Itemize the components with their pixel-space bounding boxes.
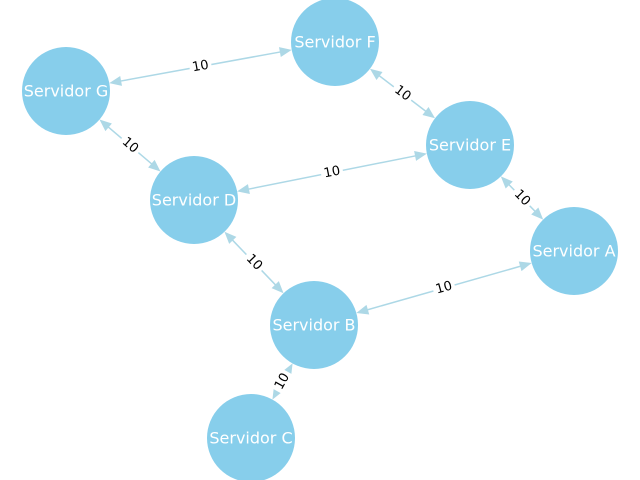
node-circle bbox=[150, 156, 238, 244]
edge-labels-layer: 10 10 10 10 10 10 10 10 bbox=[116, 56, 536, 396]
node-circle bbox=[22, 47, 110, 135]
node-label: Servidor E bbox=[429, 136, 511, 155]
node-servidor-g: Servidor G bbox=[22, 47, 110, 135]
edge-label-group: 10 bbox=[116, 132, 144, 159]
node-label: Servidor G bbox=[24, 82, 109, 101]
edge-label-group: 10 bbox=[431, 277, 457, 299]
arrow-head-source bbox=[500, 176, 513, 189]
node-circle bbox=[530, 207, 618, 295]
edge-label-background bbox=[240, 249, 268, 276]
node-circle bbox=[207, 394, 295, 480]
edge-label-background bbox=[116, 132, 144, 159]
edge-label-group: 10 bbox=[270, 367, 295, 396]
edge-label-group: 10 bbox=[319, 162, 345, 183]
arrow-head-source bbox=[109, 76, 122, 86]
edge-weight-label: 10 bbox=[272, 371, 293, 393]
edge-label-group: 10 bbox=[388, 80, 417, 107]
node-servidor-f: Servidor F bbox=[291, 0, 379, 86]
node-servidor-b: Servidor B bbox=[270, 281, 358, 369]
node-servidor-d: Servidor D bbox=[150, 156, 238, 244]
edge-weight-label: 10 bbox=[191, 58, 210, 76]
arrow-head-target bbox=[271, 281, 284, 294]
edge-label-background bbox=[270, 367, 295, 396]
arrow-head-target bbox=[279, 47, 292, 57]
arrow-head-target bbox=[422, 107, 436, 119]
edge-label-background bbox=[431, 277, 457, 299]
edge-weight-label: 10 bbox=[322, 164, 341, 182]
edge-label-group: 10 bbox=[240, 249, 268, 276]
node-label: Servidor A bbox=[532, 242, 615, 261]
arrow-head-source bbox=[369, 68, 383, 80]
arrow-head-target bbox=[414, 151, 427, 161]
edge-label-background bbox=[508, 184, 536, 212]
arrow-head-source bbox=[99, 119, 112, 132]
arrow-head-target bbox=[148, 159, 161, 172]
edge-label-background bbox=[188, 56, 213, 77]
edge-weight-label: 10 bbox=[434, 279, 454, 298]
node-label: Servidor C bbox=[209, 429, 292, 448]
node-servidor-a: Servidor A bbox=[530, 207, 618, 295]
node-circle bbox=[270, 281, 358, 369]
arrow-head-source bbox=[224, 231, 237, 244]
node-label: Servidor D bbox=[152, 191, 236, 210]
arrow-head-target bbox=[518, 261, 532, 272]
edge-label-background bbox=[319, 162, 345, 183]
edge-label-background bbox=[388, 80, 417, 107]
edge-label-group: 10 bbox=[508, 184, 536, 212]
arrow-head-source bbox=[237, 184, 250, 194]
arrow-head-target bbox=[531, 207, 544, 220]
node-circle bbox=[426, 101, 514, 189]
nodes-layer: Servidor F Servidor G Servidor E Servidor D… bbox=[22, 0, 618, 480]
arrow-head-source bbox=[356, 304, 370, 315]
node-servidor-e: Servidor E bbox=[426, 101, 514, 189]
node-servidor-c: Servidor C bbox=[207, 394, 295, 480]
node-circle bbox=[291, 0, 379, 86]
edge-label-group: 10 bbox=[188, 56, 213, 77]
node-label: Servidor B bbox=[272, 316, 355, 335]
node-label: Servidor F bbox=[294, 33, 375, 52]
